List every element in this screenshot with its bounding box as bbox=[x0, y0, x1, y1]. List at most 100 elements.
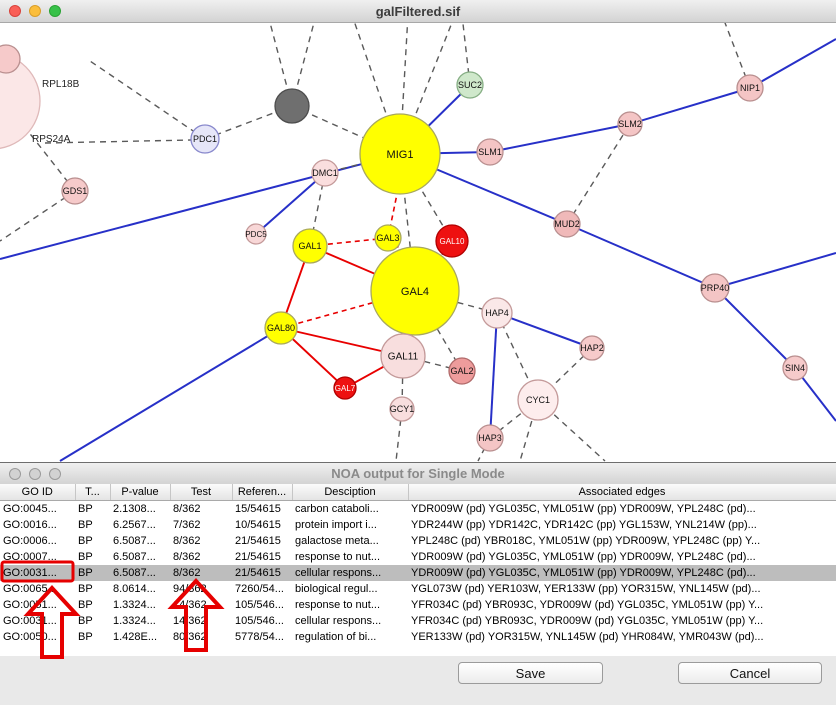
table-cell: GO:0051... bbox=[3, 599, 57, 611]
window-title: galFiltered.sif bbox=[375, 3, 461, 19]
cancel-button[interactable]: Cancel bbox=[678, 662, 822, 684]
graph-edge[interactable] bbox=[44, 139, 192, 144]
column-header-associated-edges[interactable]: Associated edges bbox=[408, 484, 836, 501]
table-cell: 21/54615 bbox=[235, 535, 281, 547]
table-cell: 80/362 bbox=[173, 631, 207, 643]
table-cell: carbon cataboli... bbox=[295, 503, 379, 515]
node-GAL1[interactable] bbox=[292, 228, 328, 264]
node-GAL80[interactable] bbox=[264, 311, 298, 345]
node-CYC1[interactable] bbox=[517, 379, 559, 421]
table-cell: BP bbox=[75, 565, 110, 581]
node-PDC5[interactable] bbox=[245, 223, 267, 245]
graph-edge[interactable] bbox=[714, 252, 836, 289]
node-PRP40[interactable] bbox=[700, 273, 730, 303]
graph-edge[interactable] bbox=[291, 105, 401, 155]
graph-edge[interactable] bbox=[489, 123, 631, 153]
node-GAL11[interactable] bbox=[380, 333, 426, 379]
node-label: RPS24A bbox=[32, 134, 71, 145]
table-cell: BP bbox=[78, 535, 93, 547]
node-GCY1[interactable] bbox=[389, 396, 415, 422]
node-MIG1[interactable] bbox=[359, 113, 441, 195]
table-cell: 1.3324... bbox=[113, 615, 156, 627]
node-GAL3[interactable] bbox=[374, 224, 402, 252]
table-cell: regulation of bi... bbox=[295, 631, 377, 643]
graph-edge[interactable] bbox=[89, 60, 206, 140]
table-cell: 1.3324... bbox=[113, 599, 156, 611]
minimize-button[interactable] bbox=[29, 467, 41, 480]
noa-window-titlebar[interactable]: NOA output for Single Mode bbox=[0, 463, 836, 485]
node-SLM2[interactable] bbox=[617, 111, 643, 137]
table-cell: YGL073W (pd) YER103W, YER133W (pp) YOR31… bbox=[411, 583, 761, 595]
table-cell: 2.1308... bbox=[113, 503, 156, 515]
node-unlabeled[interactable] bbox=[274, 88, 310, 124]
node-label: SIN4 bbox=[785, 363, 805, 373]
column-header-p-value[interactable]: P-value bbox=[110, 484, 171, 501]
node-SLM1[interactable] bbox=[476, 138, 504, 166]
column-header-go-id[interactable]: GO ID bbox=[0, 484, 76, 501]
graph-edge[interactable] bbox=[395, 408, 403, 462]
column-header-referen-[interactable]: Referen... bbox=[232, 484, 293, 501]
node-label: GCY1 bbox=[390, 404, 415, 414]
close-button[interactable] bbox=[9, 467, 21, 480]
table-cell: YER133W (pd) YOR315W, YNL145W (pd) YHR08… bbox=[411, 631, 764, 643]
node-HAP4[interactable] bbox=[481, 297, 513, 329]
graph-edge[interactable] bbox=[59, 327, 282, 462]
graph-edge[interactable] bbox=[566, 223, 716, 289]
column-header-t-[interactable]: T... bbox=[75, 484, 111, 501]
table-cell: 1.428E... bbox=[113, 631, 158, 643]
network-window-titlebar[interactable]: galFiltered.sif bbox=[0, 0, 836, 23]
save-button[interactable]: Save bbox=[458, 662, 603, 684]
node-unlabeled[interactable] bbox=[0, 44, 21, 74]
graph-edge[interactable] bbox=[629, 87, 751, 125]
graph-edge[interactable] bbox=[566, 123, 631, 225]
table-cell: BP bbox=[78, 615, 93, 627]
graph-edge[interactable] bbox=[496, 312, 593, 349]
node-GAL2[interactable] bbox=[448, 357, 476, 385]
node-GAL10[interactable] bbox=[435, 224, 469, 258]
node-DMC1[interactable] bbox=[311, 159, 339, 187]
graph-edge[interactable] bbox=[0, 190, 76, 242]
graph-edge[interactable] bbox=[749, 38, 836, 89]
node-MUD2[interactable] bbox=[553, 210, 581, 238]
window-title: NOA output for Single Mode bbox=[331, 466, 505, 481]
node-NIP1[interactable] bbox=[736, 74, 764, 102]
node-SUC2[interactable] bbox=[456, 71, 484, 99]
zoom-button[interactable] bbox=[49, 467, 61, 480]
graph-edge[interactable] bbox=[714, 287, 796, 369]
graph-edge[interactable] bbox=[489, 312, 498, 439]
node-GAL4[interactable] bbox=[370, 246, 460, 336]
node-HAP3[interactable] bbox=[476, 424, 504, 452]
table-cell: cellular respons... bbox=[295, 615, 382, 627]
node-label: RPL18B bbox=[42, 79, 80, 90]
zoom-button[interactable] bbox=[49, 5, 61, 17]
table-cell: 8/362 bbox=[173, 551, 201, 563]
node-SIN4[interactable] bbox=[782, 355, 808, 381]
table-cell: biological regul... bbox=[295, 583, 378, 595]
graph-edge[interactable] bbox=[19, 120, 76, 192]
close-button[interactable] bbox=[9, 5, 21, 17]
graph-edge[interactable] bbox=[387, 193, 398, 239]
node-HAP2[interactable] bbox=[579, 335, 605, 361]
column-header-desciption[interactable]: Desciption bbox=[292, 484, 409, 501]
node-GDS1[interactable] bbox=[61, 177, 89, 205]
table-cell: YDR009W (pd) YGL035C, YML051W (pp) YDR00… bbox=[411, 551, 756, 563]
graph-edge[interactable] bbox=[255, 172, 326, 235]
node-GAL7[interactable] bbox=[333, 376, 357, 400]
minimize-button[interactable] bbox=[29, 5, 41, 17]
column-header-test[interactable]: Test bbox=[170, 484, 233, 501]
table-cell: 105/546... bbox=[235, 599, 284, 611]
node-unlabeled[interactable] bbox=[0, 53, 41, 149]
table-cell: 6.5087... bbox=[113, 535, 156, 547]
node-PDC1[interactable] bbox=[190, 124, 220, 154]
